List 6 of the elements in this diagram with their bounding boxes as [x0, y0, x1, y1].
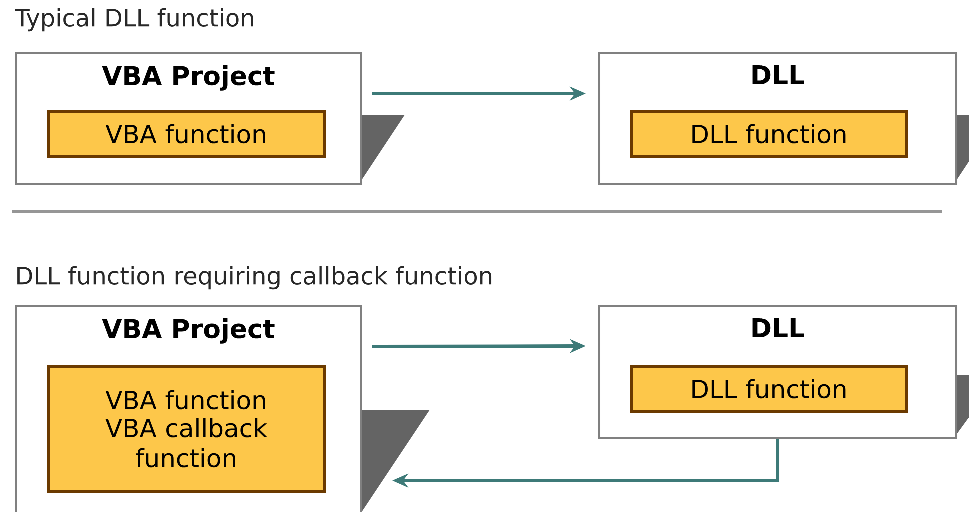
section-heading: DLL function requiring callback function — [18, 266, 492, 290]
function-box: VBA function — [47, 110, 326, 158]
function-box: DLL function — [630, 365, 908, 413]
function-box: VBA function VBA callback function — [47, 365, 326, 493]
function-box: DLL function — [630, 110, 908, 158]
section-heading: Typical DLL function — [15, 8, 254, 32]
